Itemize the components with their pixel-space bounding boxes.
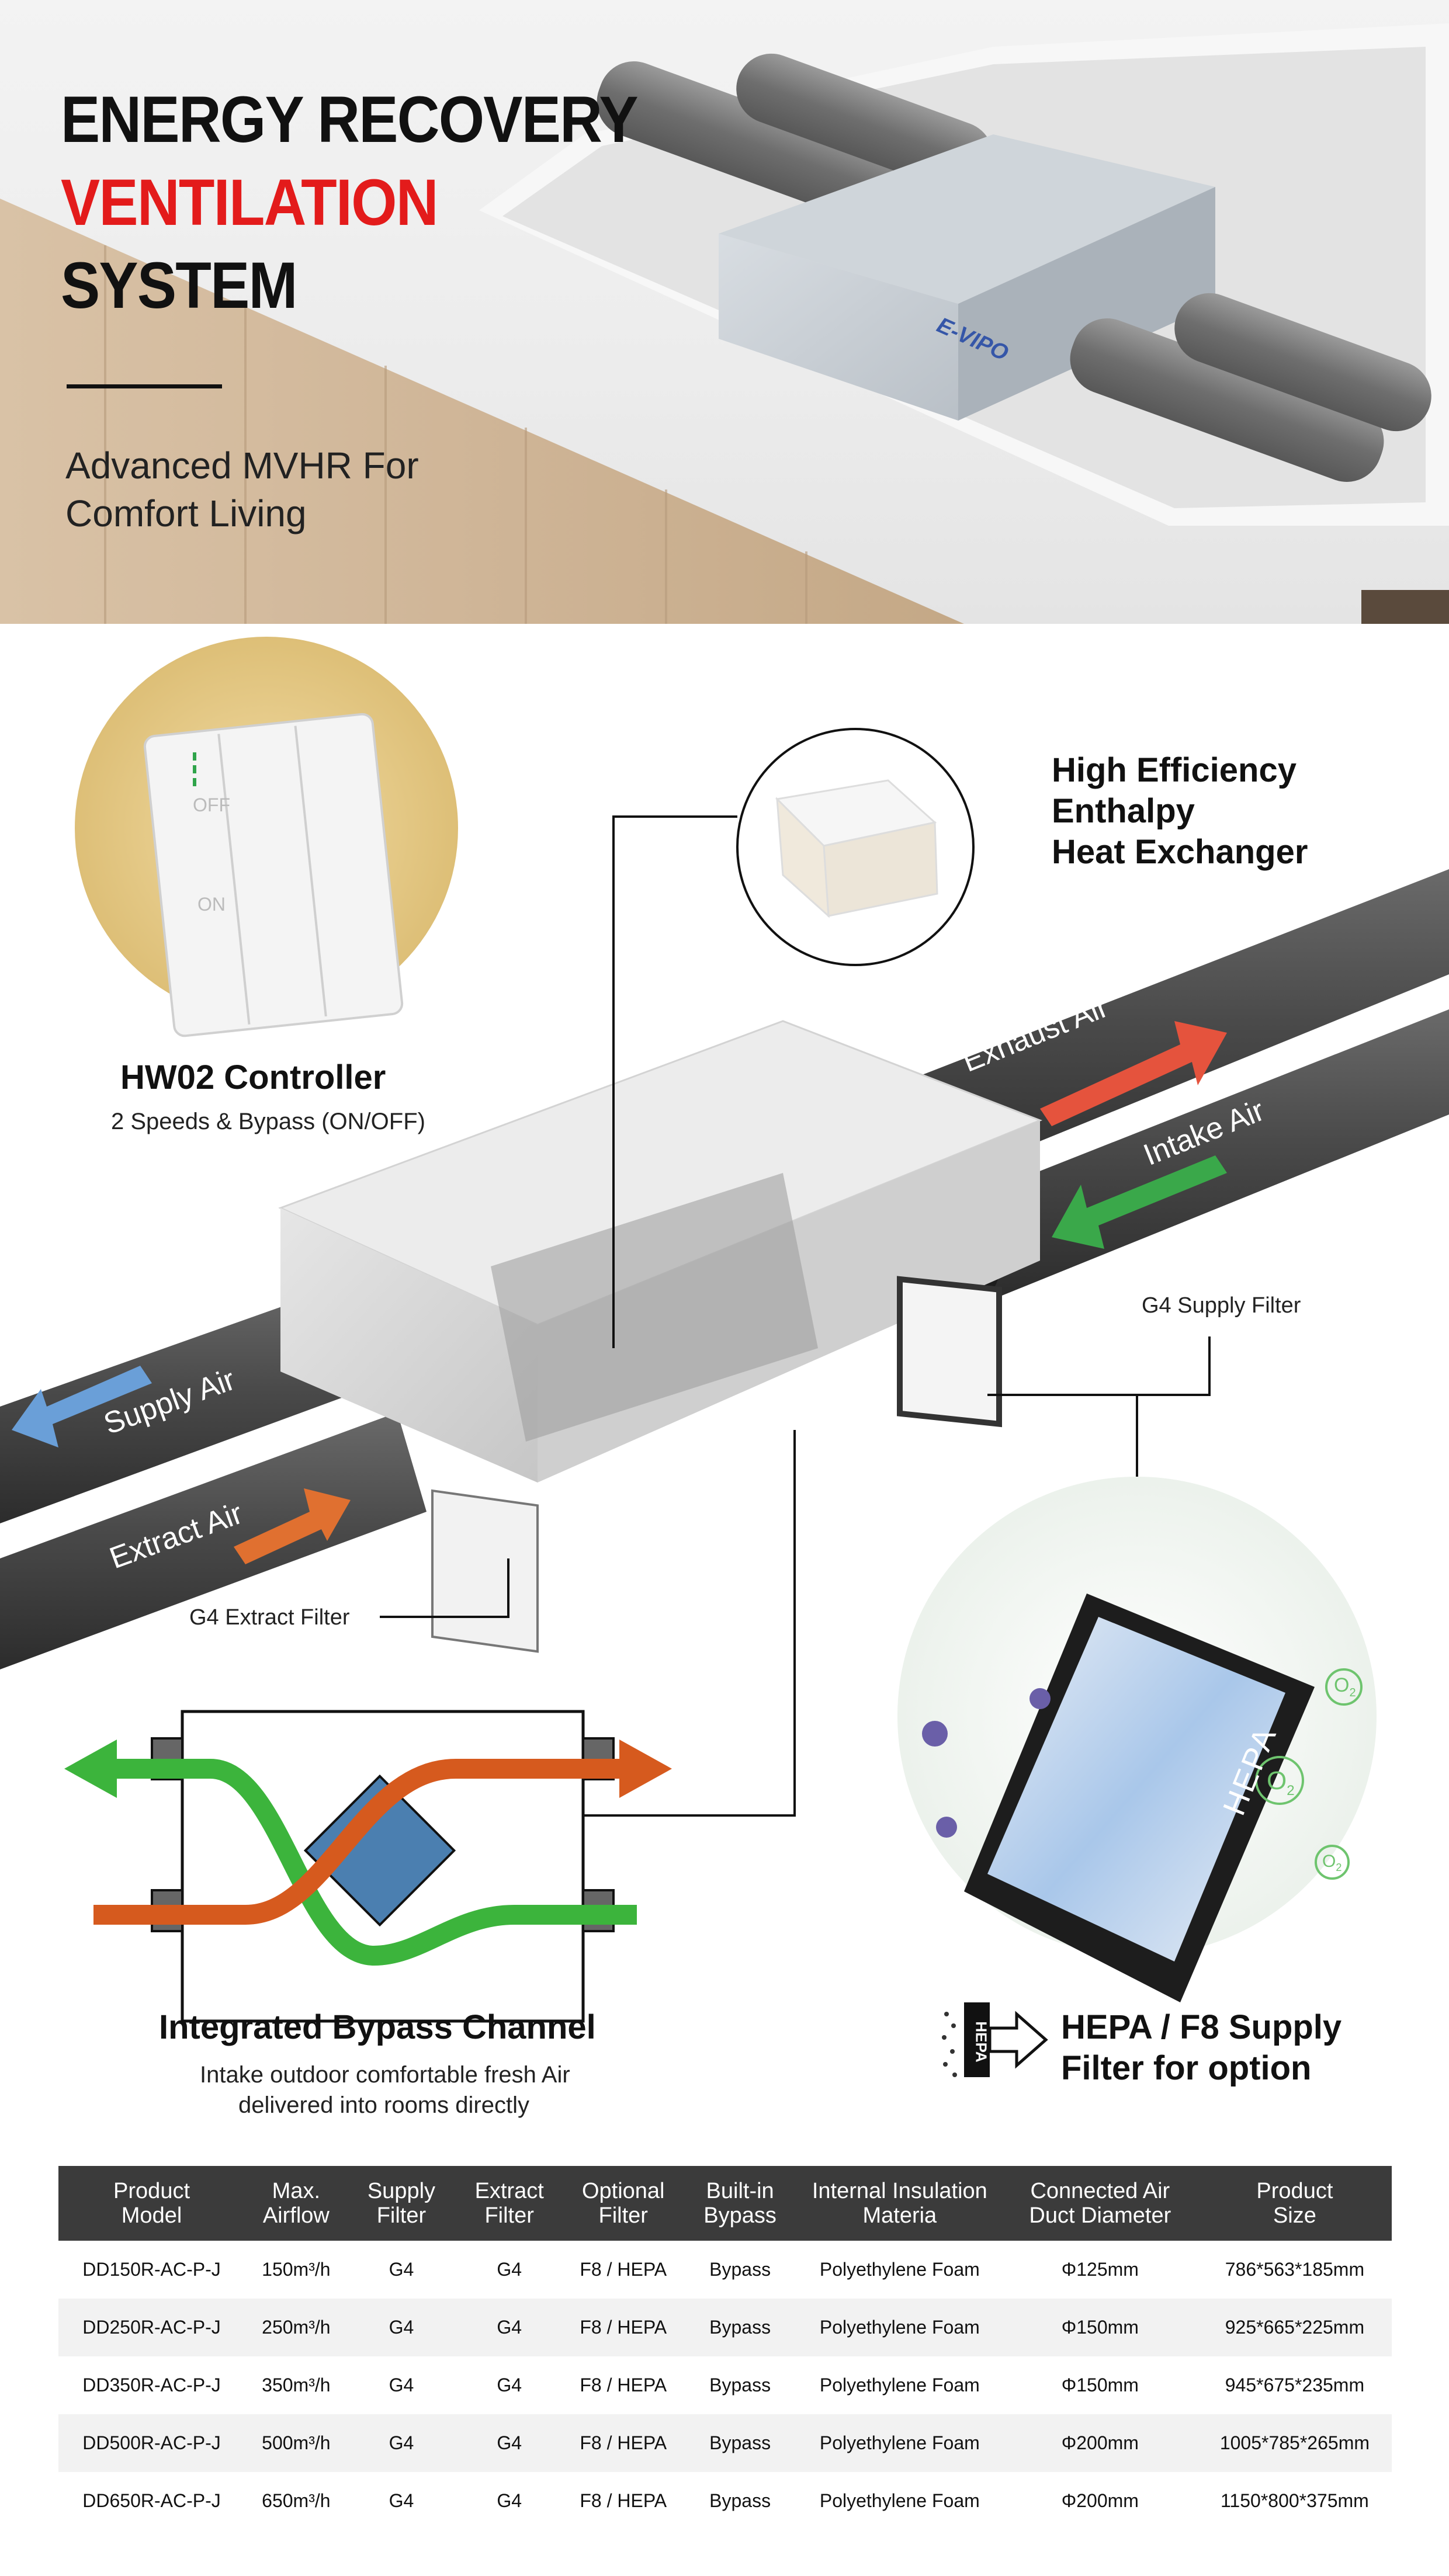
hero-illustration	[0, 23, 1449, 624]
table-cell: Bypass	[683, 2414, 797, 2472]
heat-exchanger-line1: High Efficiency	[1052, 751, 1297, 789]
table-cell: 650m³/h	[262, 2490, 331, 2511]
hero-title-line3: SYSTEM	[61, 249, 297, 322]
table-cell: Bypass	[709, 2374, 771, 2396]
hero-banner: ENERGY RECOVERY VENTILATION SYSTEM Advan…	[0, 0, 1449, 624]
controller-on-label: ON	[197, 894, 226, 915]
table-cell: Φ150mm	[1002, 2299, 1198, 2356]
table-cell: 350m³/h	[262, 2374, 331, 2396]
hero-title-line1: ENERGY RECOVERY	[61, 83, 639, 156]
extract-arrow	[234, 1488, 351, 1564]
hero-divider	[67, 384, 222, 388]
table-cell: 1150*800*375mm	[1221, 2490, 1369, 2511]
table-cell: 250m³/h	[245, 2299, 348, 2356]
o2-bubble-2: O2	[1267, 1766, 1295, 1799]
o2-bubble-1: O2	[1334, 1674, 1356, 1699]
intake-arrow	[1052, 1155, 1227, 1249]
hepa-icon-label: HEPA	[972, 2021, 990, 2063]
table-cell: 1005*785*265mm	[1197, 2414, 1392, 2472]
table-cell: 786*563*185mm	[1225, 2259, 1365, 2280]
table-cell: F8 / HEPA	[580, 2490, 667, 2511]
bypass-diagram	[64, 1710, 672, 2023]
table-cell: DD500R-AC-P-J	[58, 2414, 245, 2472]
table-row: DD150R-AC-P-J 150m³/h G4 G4 F8 / HEPA By…	[58, 2241, 1392, 2299]
table-cell: Polyethylene Foam	[819, 2259, 980, 2280]
table-cell: G4	[455, 2299, 564, 2356]
hepa-icon	[942, 2002, 1048, 2077]
product-diagram	[0, 637, 1449, 2077]
bypass-desc-line2: delivered into rooms directly	[238, 2092, 529, 2118]
table-cell: DD250R-AC-P-J	[58, 2299, 245, 2356]
table-cell: G4	[455, 2414, 564, 2472]
heat-exchanger-line2: Enthalpy	[1052, 792, 1195, 830]
table-cell: Φ200mm	[1002, 2414, 1198, 2472]
table-row: DD500R-AC-P-J 500m³/h G4 G4 F8 / HEPA By…	[58, 2414, 1392, 2472]
table-cell: Bypass	[683, 2299, 797, 2356]
hero-subtitle-line2: Comfort Living	[65, 492, 307, 534]
table-cell: 925*665*225mm	[1197, 2299, 1392, 2356]
table-cell: Bypass	[709, 2490, 771, 2511]
col-max-airflow: Max.Airflow	[245, 2166, 348, 2241]
table-cell: G4	[347, 2299, 456, 2356]
hero-title-line2: VENTILATION	[61, 166, 439, 239]
table-cell: DD150R-AC-P-J	[82, 2259, 221, 2280]
o2-bubble-3: O2	[1322, 1852, 1342, 1873]
table-cell: DD350R-AC-P-J	[82, 2374, 221, 2396]
table-cell: F8 / HEPA	[580, 2259, 667, 2280]
table-cell: Bypass	[709, 2259, 771, 2280]
extract-filter-label: G4 Extract Filter	[189, 1605, 350, 1630]
table-cell: G4	[389, 2259, 414, 2280]
table-cell: Φ200mm	[1061, 2490, 1139, 2511]
hero-subtitle-line1: Advanced MVHR For	[65, 445, 419, 487]
table-cell: 500m³/h	[245, 2414, 348, 2472]
table-cell: Polyethylene Foam	[819, 2374, 980, 2396]
table-cell: Φ125mm	[1061, 2259, 1139, 2280]
table-cell: F8 / HEPA	[580, 2374, 667, 2396]
hepa-title-line2: Filter for option	[1061, 2049, 1312, 2087]
heat-exchanger-line3: Heat Exchanger	[1052, 833, 1308, 871]
supply-filter-label: G4 Supply Filter	[1142, 1293, 1301, 1318]
exhaust-arrow	[1040, 1021, 1227, 1126]
controller-title: HW02 Controller	[120, 1058, 386, 1096]
table-cell: G4	[389, 2490, 414, 2511]
table-cell: Polyethylene Foam	[819, 2490, 980, 2511]
table-cell: Polyethylene Foam	[796, 2414, 1003, 2472]
table-cell: G4	[497, 2259, 522, 2280]
bypass-title: Integrated Bypass Channel	[159, 2008, 596, 2046]
table-cell: F8 / HEPA	[563, 2299, 684, 2356]
erv-unit	[278, 1020, 1043, 1483]
supply-arrow	[12, 1366, 152, 1447]
table-row: DD650R-AC-P-J 650m³/h G4 G4 F8 / HEPA By…	[58, 2472, 1392, 2530]
table-cell: Φ150mm	[1061, 2374, 1139, 2396]
table-cell: Polyethylene Foam	[796, 2299, 1003, 2356]
controller-subtitle: 2 Speeds & Bypass (ON/OFF)	[111, 1109, 425, 1134]
controller-off-label: OFF	[193, 794, 230, 815]
table-cell: G4	[497, 2374, 522, 2396]
table-cell: 150m³/h	[262, 2259, 331, 2280]
table-row: DD350R-AC-P-J 350m³/h G4 G4 F8 / HEPA By…	[58, 2356, 1392, 2414]
table-cell: DD650R-AC-P-J	[82, 2490, 221, 2511]
table-cell: 945*675*235mm	[1225, 2374, 1365, 2396]
table-cell: G4	[347, 2414, 456, 2472]
table-row: DD250R-AC-P-J 250m³/h G4 G4 F8 / HEPA By…	[58, 2299, 1392, 2356]
table-cell: G4	[389, 2374, 414, 2396]
bypass-desc-line1: Intake outdoor comfortable fresh Air	[200, 2062, 570, 2088]
table-cell: F8 / HEPA	[563, 2414, 684, 2472]
table-cell: G4	[497, 2490, 522, 2511]
hepa-title-line1: HEPA / F8 Supply	[1061, 2008, 1342, 2046]
